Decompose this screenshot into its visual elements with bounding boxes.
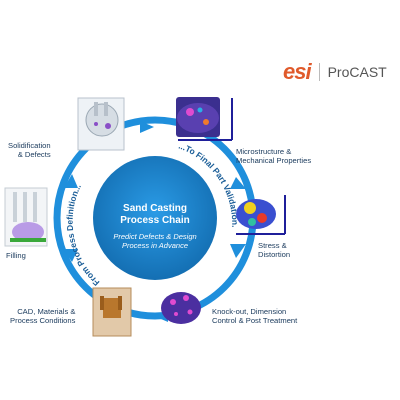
knockout-thumbnail: [161, 292, 201, 324]
step-label-line2: Control & Post Treatment: [212, 316, 298, 325]
step-label-line1: Stress &: [258, 241, 287, 250]
product-name: ProCAST: [327, 64, 387, 80]
cad-thumbnail: [92, 287, 132, 337]
step-label-line1: Solidification: [8, 141, 51, 150]
arrow-head-upper-right: [230, 177, 246, 189]
step-label-cad: CAD, Materials & Process Conditions: [10, 307, 75, 325]
step-label-line2: Distortion: [258, 250, 291, 259]
arrow-head-lower-left: [63, 249, 78, 262]
step-label-line2: Mechanical Properties: [236, 156, 312, 165]
esi-logo: esi: [283, 59, 312, 84]
center-title-line1: Sand Casting: [123, 203, 187, 214]
brand-header: esi ProCAST: [283, 59, 387, 84]
center-subtitle-line1: Predict Defects & Design: [113, 232, 197, 241]
stress-thumbnail: [236, 195, 286, 235]
center-title: Sand Casting Process Chain: [100, 203, 210, 227]
arrow-head-lower-right: [230, 244, 246, 258]
step-label-line2: Process Conditions: [10, 316, 76, 325]
microstructure-thumbnail: [176, 97, 233, 141]
step-label-line1: Microstructure &: [236, 147, 292, 156]
solidification-thumbnail: [77, 97, 125, 151]
step-label-stress: Stress & Distortion: [258, 241, 290, 259]
arrow-head-top: [140, 121, 154, 133]
center-subtitle: Predict Defects & Design Process in Adva…: [100, 232, 210, 250]
brand-divider: [318, 63, 320, 81]
step-label-knockout: Knock-out, Dimension Control & Post Trea…: [212, 307, 297, 325]
step-label-microstructure: Microstructure & Mechanical Properties: [236, 147, 311, 165]
arrow-head-upper-left: [64, 174, 78, 188]
step-label-filling: Filling: [6, 251, 26, 260]
center-disc: [93, 156, 217, 280]
center-subtitle-line2: Process in Advance: [121, 241, 188, 250]
center-title-line2: Process Chain: [120, 215, 190, 226]
step-label-line2: & Defects: [17, 150, 51, 159]
step-label-line1: Filling: [6, 251, 26, 260]
step-label-line1: Knock-out, Dimension: [212, 307, 287, 316]
filling-thumbnail: [4, 187, 48, 247]
step-label-solidification: Solidification & Defects: [8, 141, 51, 159]
step-label-line1: CAD, Materials &: [17, 307, 76, 316]
